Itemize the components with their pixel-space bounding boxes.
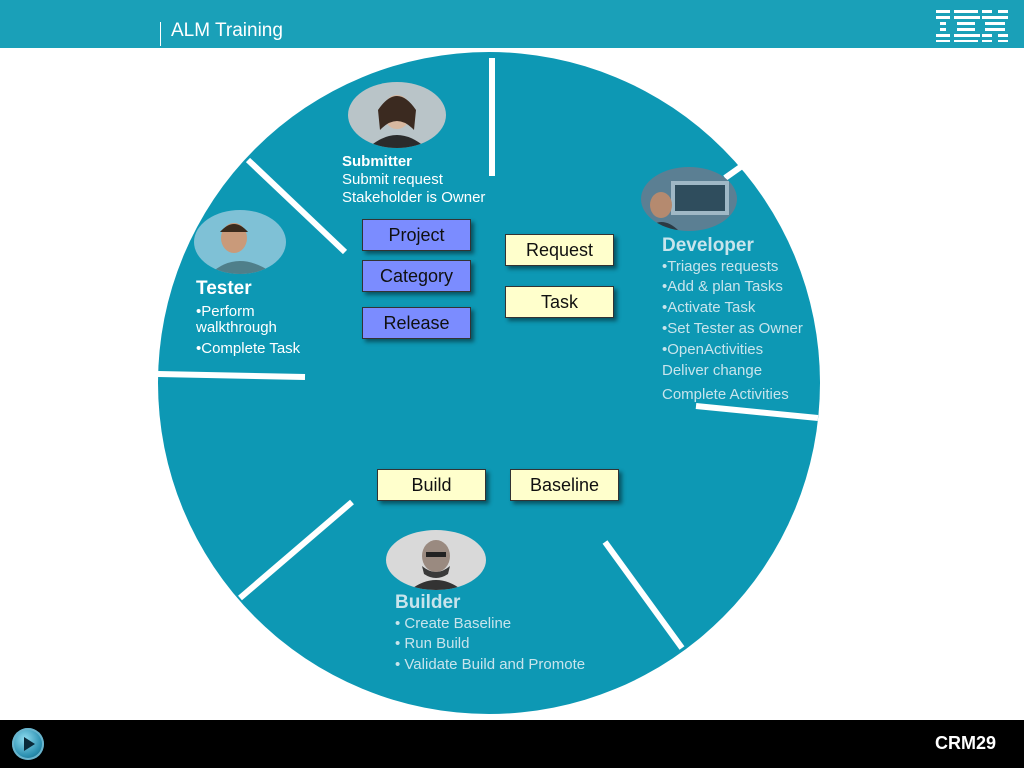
developer-line-7: Complete Activities: [662, 386, 789, 403]
developer-photo: [641, 167, 737, 231]
play-icon[interactable]: [12, 728, 44, 760]
tester-role: Tester •Perform walkthrough •Complete Ta…: [196, 278, 300, 357]
category-box[interactable]: Category: [362, 260, 471, 292]
divider-left: [157, 371, 306, 380]
divider-upper-right: [723, 163, 744, 181]
baseline-box[interactable]: Baseline: [510, 469, 619, 501]
project-box[interactable]: Project: [362, 219, 471, 251]
builder-line-1: • Create Baseline: [395, 615, 512, 632]
wheel-dividers: [157, 58, 819, 650]
build-box[interactable]: Build: [377, 469, 486, 501]
developer-line-2: •Add & plan Tasks: [662, 278, 783, 295]
builder-line-2: • Run Build: [395, 635, 470, 652]
submitter-line-1: Submit request: [342, 171, 443, 188]
tester-line-1: •Perform: [196, 303, 255, 320]
divider-lower-right: [602, 540, 685, 650]
ibm-logo: [936, 10, 1008, 42]
developer-name: Developer: [662, 235, 754, 256]
developer-line-6: Deliver change: [662, 362, 763, 379]
page-title: ALM Training: [171, 20, 283, 41]
submitter-photo: [348, 82, 446, 148]
developer-role: Developer •Triages requests •Add & plan …: [662, 235, 803, 405]
tester-name: Tester: [196, 278, 252, 299]
submitter-line-2: Stakeholder is Owner: [342, 189, 486, 206]
footer-bar: CRM29: [0, 720, 1024, 768]
divider-upper-left: [245, 157, 348, 255]
developer-line-4: •Set Tester as Owner: [662, 320, 803, 337]
developer-line-3: •Activate Task: [662, 299, 756, 316]
builder-role: Builder • Create Baseline • Run Build • …: [395, 592, 585, 676]
task-box[interactable]: Task: [505, 286, 614, 318]
play-triangle: [24, 737, 35, 751]
builder-photo: [386, 530, 486, 590]
developer-line-1: •Triages requests: [662, 258, 779, 275]
builder-name: Builder: [395, 592, 461, 613]
slide-id: CRM29: [934, 733, 996, 753]
divider-lower-left: [238, 499, 354, 601]
title-separator: [160, 22, 161, 46]
submitter-name: Submitter: [342, 153, 413, 170]
submitter-role: Submitter Submit request Stakeholder is …: [342, 153, 485, 207]
request-box[interactable]: Request: [505, 234, 614, 266]
header-bar: ALM Training: [0, 0, 1024, 48]
builder-line-3: • Validate Build and Promote: [395, 656, 586, 673]
tester-photo: [194, 210, 286, 274]
release-box[interactable]: Release: [362, 307, 471, 339]
developer-line-5: •OpenActivities: [662, 341, 764, 358]
tester-line-2: walkthrough: [196, 319, 277, 336]
divider-right: [695, 403, 819, 421]
tester-line-3: •Complete Task: [196, 340, 301, 357]
